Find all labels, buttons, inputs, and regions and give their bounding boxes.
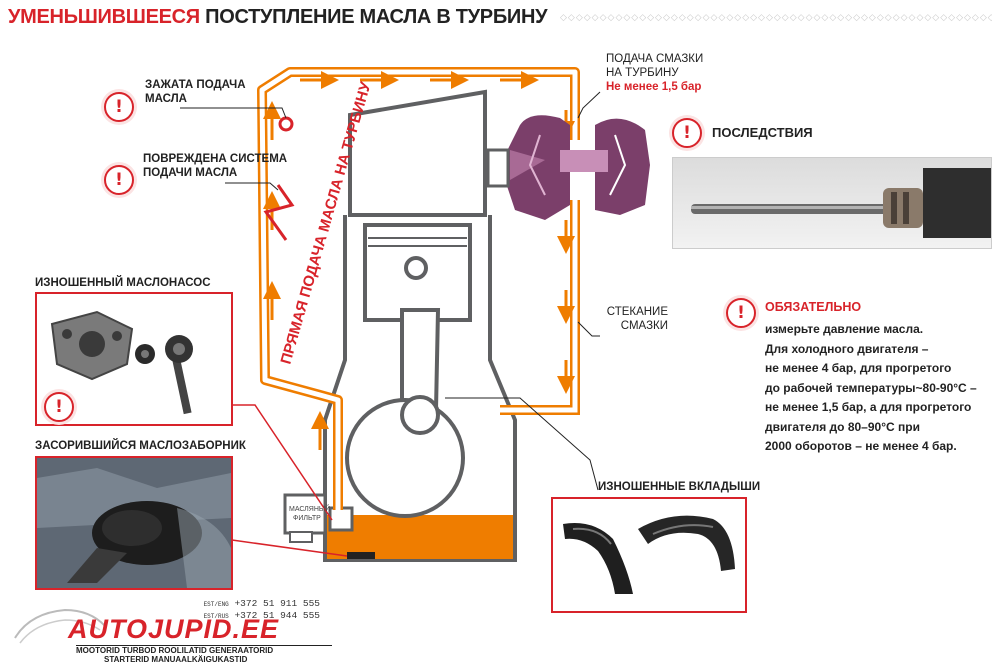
- footer-phones: EST/ENG +372 51 911 555 EST/RUS +372 51 …: [190, 598, 320, 622]
- phone2-prefix: EST/RUS: [203, 613, 229, 620]
- title-hatch-decoration: ◇◇◇◇◇◇◇◇◇◇◇◇◇◇◇◇◇◇◇◇◇◇◇◇◇◇◇◇◇◇◇◇◇◇◇◇◇◇◇◇…: [560, 12, 992, 22]
- clamped-line2: МАСЛА: [145, 93, 187, 105]
- phone1[interactable]: +372 51 911 555: [234, 598, 320, 609]
- piston: [363, 223, 472, 322]
- clamped-line1: ЗАЖАТА ПОДАЧА: [145, 79, 246, 91]
- turbocharger: [486, 115, 650, 220]
- oil-filter-label-line2: ФИЛЬТР: [293, 515, 321, 522]
- mandatory-line: 2000 оборотов – не менее 4 бар.: [765, 439, 957, 453]
- mandatory-line: не менее 4 бар, для прогретого: [765, 361, 952, 375]
- clogged-pickup-label: ЗАСОРИВШИЙСЯ МАСЛОЗАБОРНИК: [35, 440, 246, 452]
- mandatory-heading: ОБЯЗАТЕЛЬНО: [765, 300, 862, 314]
- title-rest: ПОСТУПЛЕНИЕ МАСЛА В ТУРБИНУ: [205, 6, 548, 28]
- block-walls: [323, 215, 517, 495]
- oil-drain-line: [500, 200, 580, 415]
- drain-line1: СТЕКАНИЕ: [606, 306, 668, 318]
- turbo-shaft-illustration: [691, 168, 991, 238]
- tagline-line2: STARTERID MANUAALKÄIGUKASTID: [104, 655, 248, 664]
- supply-min-pressure: Не менее 1,5 бар: [606, 81, 702, 93]
- worn-pump-photo: [35, 292, 233, 426]
- drain-line2: СМАЗКИ: [620, 320, 668, 332]
- page-title: УМЕНЬШИВШЕЕСЯ ПОСТУПЛЕНИЕ МАСЛА В ТУРБИН…: [8, 6, 548, 29]
- oil-pump-illustration: [50, 310, 193, 415]
- brand-tagline: MOOTORID TURBOD ROOLILATID GENERAATORID …: [76, 646, 273, 664]
- oil-filter-label-line1: МАСЛЯНЫЙ: [289, 504, 330, 513]
- mandatory-line: двигателя до 80–90°C при: [765, 419, 920, 434]
- oil-level: [327, 515, 513, 559]
- supply-line1: ПОДАЧА СМАЗКИ: [606, 53, 704, 65]
- tagline-line1: MOOTORID TURBOD ROOLILATID GENERAATORID: [76, 646, 274, 655]
- oil-filter: [283, 493, 354, 543]
- damaged-line1: ПОВРЕЖДЕНА СИСТЕМА: [143, 153, 288, 165]
- oil-pickup: [347, 552, 375, 559]
- warning-icon: !: [44, 392, 74, 422]
- title-highlight: УМЕНЬШИВШЕЕСЯ: [8, 6, 200, 28]
- damage-lightning-icon: [263, 184, 295, 241]
- bearing-shells-illustration: [563, 515, 735, 594]
- warning-icon: !: [672, 118, 702, 148]
- mandatory-line: Для холодного двигателя –: [765, 341, 929, 356]
- cylinder-head: [348, 89, 487, 217]
- warning-icon: !: [104, 92, 134, 122]
- consequences-heading: ПОСЛЕДСТВИЯ: [712, 125, 813, 140]
- crank-journal: [400, 395, 440, 435]
- worn-bearings-photo: [551, 497, 747, 613]
- worn-pump-label: ИЗНОШЕННЫЙ МАСЛОНАСОС: [35, 277, 211, 289]
- clogged-pickup-illustration: [37, 458, 231, 588]
- mandatory-line: до рабочей температуры~80-90°C –: [765, 380, 977, 395]
- warning-icon: !: [104, 165, 134, 195]
- damaged-line2: ПОДАЧИ МАСЛА: [143, 167, 238, 179]
- car-logo-icon: [14, 608, 106, 644]
- red-leader-lines: [231, 404, 348, 557]
- drain-label: СТЕКАНИЕ СМАЗКИ: [606, 305, 668, 333]
- phone2[interactable]: +372 51 944 555: [234, 610, 320, 621]
- mandatory-line: не менее 1,5 бар, а для прогретого: [765, 400, 972, 414]
- phone1-prefix: EST/ENG: [203, 601, 229, 608]
- clamp-indicator-icon: [278, 116, 294, 132]
- supply-line2: НА ТУРБИНУ: [606, 67, 679, 79]
- worn-bearings-label: ИЗНОШЕННЫЕ ВКЛАДЫШИ: [598, 481, 761, 493]
- leader-lines: [180, 91, 601, 491]
- clamped-label: ЗАЖАТА ПОДАЧА МАСЛА: [145, 78, 246, 106]
- footer: EST/ENG +372 51 911 555 EST/RUS +372 51 …: [10, 598, 332, 668]
- consequences-photo: [672, 157, 992, 249]
- supply-label: ПОДАЧА СМАЗКИ НА ТУРБИНУ Не менее 1,5 ба…: [606, 52, 703, 94]
- damaged-label: ПОВРЕЖДЕНА СИСТЕМА ПОДАЧИ МАСЛА: [143, 152, 287, 180]
- warning-icon: !: [726, 298, 756, 328]
- mandatory-text: измерьте давление масла. Для холодного д…: [765, 320, 995, 457]
- clogged-pickup-photo: [35, 456, 233, 590]
- mandatory-line: измерьте давление масла.: [765, 322, 924, 336]
- brand-logo[interactable]: AUTOJUPID.EE: [68, 614, 280, 644]
